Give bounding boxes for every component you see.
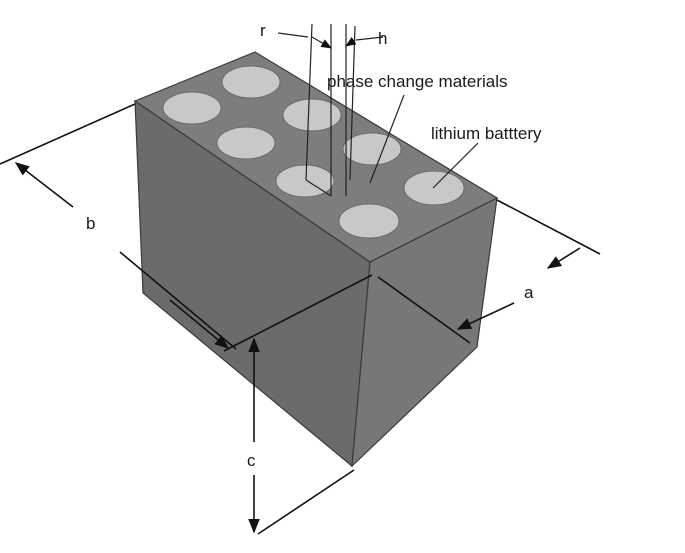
phase-change-leader (369, 94, 405, 184)
h-label: h (378, 29, 387, 48)
battery-cell (403, 170, 465, 206)
r-h-dimension (277, 23, 384, 197)
battery-cell (338, 203, 400, 239)
c-dimension (223, 274, 373, 535)
a-dimension (377, 199, 601, 344)
c-label: c (247, 451, 256, 470)
box-top-face (133, 51, 499, 263)
battery-cell (162, 91, 222, 125)
b-dimension (0, 103, 237, 350)
battery-cell (216, 126, 276, 160)
b-label: b (86, 214, 95, 233)
battery-leader (432, 142, 479, 189)
battery-cell (282, 98, 342, 132)
battery-cell (221, 65, 281, 99)
a-label: a (524, 283, 534, 302)
r-label: r (260, 21, 266, 40)
phase-change-label: phase change materials (327, 72, 508, 91)
battery-label: lithium batttery (431, 124, 542, 143)
